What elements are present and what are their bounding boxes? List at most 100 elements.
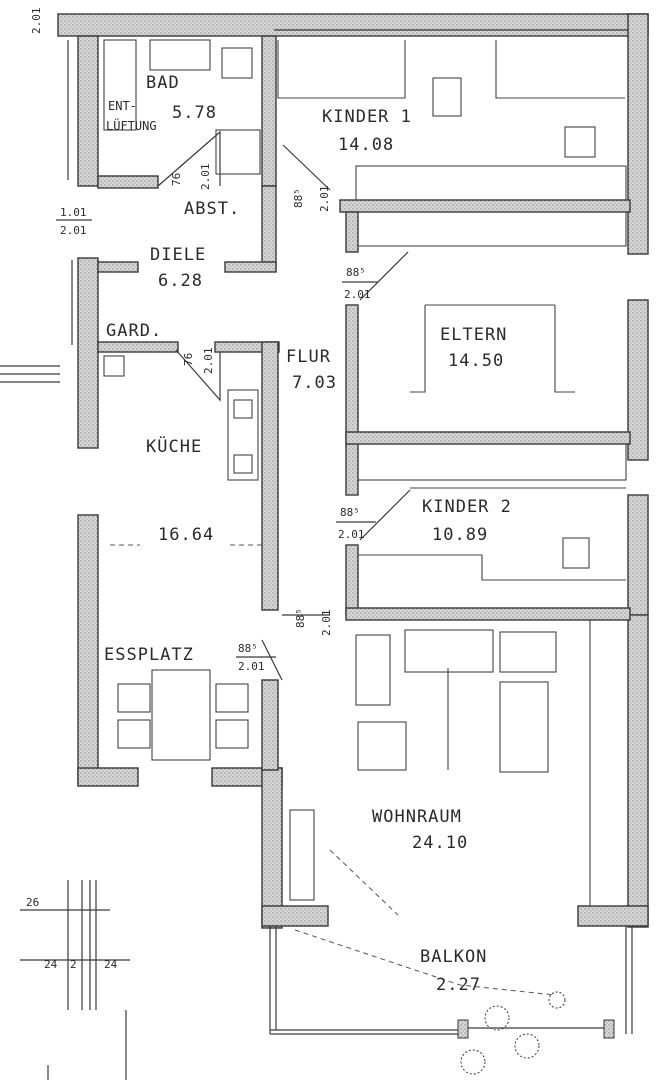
room-area-diele: 6.28: [158, 271, 203, 291]
wall-ess-bottom: [77, 767, 139, 787]
window-marks: [0, 29, 628, 383]
dim-top-left: 2.01: [30, 8, 43, 35]
wall-kinder2-bottom: [345, 607, 631, 621]
dim-kinder1-b: 2.01: [318, 186, 331, 213]
wall-right-4: [627, 614, 649, 928]
room-name-balkon: BALKON: [420, 947, 487, 967]
toilet: [221, 47, 253, 79]
kinder1-chair: [564, 126, 596, 158]
wall-gard: [97, 341, 179, 353]
eltern-bench: [357, 443, 627, 481]
label-gard: GARD.: [106, 321, 162, 341]
dim-wohn-b: 2.01: [320, 610, 333, 637]
wall-bad-bottom: [97, 175, 159, 189]
room-name-diele: DIELE: [150, 245, 206, 265]
wall-diele-bottom-2: [224, 261, 277, 273]
wall-wohn-bottom-2: [577, 905, 649, 927]
wall-kinder2-left: [345, 544, 359, 616]
room-name-wohnraum: WOHNRAUM: [372, 807, 462, 827]
kinder2-desk: [562, 537, 590, 569]
eltern-wardrobe: [357, 211, 627, 247]
wall-diele-bottom: [97, 261, 139, 273]
wall-diele-right: [261, 185, 277, 271]
wall-eltern-left: [345, 211, 359, 253]
room-area-flur: 7.03: [292, 373, 337, 393]
room-name-bad: BAD: [146, 73, 180, 93]
furniture: [103, 39, 627, 906]
balcony-rail-post: [457, 1019, 469, 1039]
wall-wohn-bottom-1: [261, 905, 329, 927]
dining-table: [151, 669, 211, 761]
sofa-3: [499, 631, 557, 673]
room-name-kinder1: KINDER 1: [322, 107, 412, 127]
dim-ess-b: 2.01: [238, 660, 265, 673]
balcony-outline: [269, 926, 633, 1039]
wall-kinder1-bottom: [339, 199, 631, 213]
door-dimension-labels: 2.01 1.01 2.01 76 2.01 88⁵ 2.01 88⁵ 2.01…: [30, 8, 378, 673]
dining-chair-2: [117, 719, 151, 749]
coffee-table: [357, 721, 407, 771]
sofa-1: [355, 634, 391, 706]
dim-24-left: 24: [44, 958, 58, 971]
kinder1-desk: [432, 77, 462, 117]
label-entlueftung-1: ENT-: [108, 99, 137, 113]
margin-dimension-labels: 26 24 2 24: [26, 896, 118, 971]
sideboard: [289, 809, 315, 901]
wall-kueche-top: [214, 341, 280, 353]
room-area-kinder1: 14.08: [338, 135, 394, 155]
dining-chair-3: [215, 683, 249, 713]
door-swings: [157, 130, 556, 996]
room-labels: BAD 5.78 ENT- LÜFTUNG KINDER 1 14.08 ABS…: [104, 73, 512, 995]
dining-chair-4: [215, 719, 249, 749]
label-abst: ABST.: [184, 199, 240, 219]
dim-bad-b: 2.01: [199, 164, 212, 191]
dim-eltern-b: 2.01: [344, 288, 371, 301]
kinder1-bed: [355, 165, 627, 201]
wall-kueche-right: [261, 341, 279, 611]
walls: [57, 13, 649, 929]
margin-dimension-lines: [20, 880, 130, 1080]
bathtub: [103, 39, 137, 131]
wall-left-1: [77, 35, 99, 187]
room-area-wohnraum: 24.10: [412, 833, 468, 853]
dim-kinder2-a: 88⁵: [340, 506, 360, 519]
room-name-kueche: KÜCHE: [146, 435, 202, 457]
wall-eltern-bottom: [345, 431, 631, 445]
room-name-kinder2: KINDER 2: [422, 497, 512, 517]
dim-2: 2: [70, 958, 77, 971]
room-area-kinder2: 10.89: [432, 525, 488, 545]
dim-kinder2-b: 2.01: [338, 528, 365, 541]
room-area-balkon: 2.27: [436, 975, 481, 995]
dim-ess-a: 88⁵: [238, 642, 258, 655]
room-area-eltern: 14.50: [448, 351, 504, 371]
wall-wohn-left: [261, 767, 283, 929]
room-area-bad: 5.78: [172, 103, 217, 123]
washbasin: [149, 39, 211, 71]
dim-gard-a: 76: [182, 353, 195, 366]
wall-bad-right: [261, 35, 277, 187]
wall-left-3: [77, 514, 99, 786]
sofa-2: [404, 629, 494, 673]
label-essplatz: ESSPLATZ: [104, 645, 194, 665]
dim-wohn-a: 88⁵: [294, 608, 307, 628]
dim-door-diele-h: 2.01: [60, 224, 87, 237]
dim-26: 26: [26, 896, 39, 909]
kitchen-counter: [227, 389, 259, 481]
wall-right-1: [627, 13, 649, 255]
armchair: [499, 681, 549, 773]
dim-bad-a: 76: [170, 173, 183, 186]
wall-right-3: [627, 494, 649, 616]
wall-left-2: [77, 257, 99, 449]
wall-top: [57, 13, 649, 37]
dining-chair-1: [117, 683, 151, 713]
dim-eltern-a: 88⁵: [346, 266, 366, 279]
room-name-flur: FLUR: [286, 347, 331, 367]
stove: [233, 399, 253, 419]
sink: [233, 454, 253, 474]
balcony-plants: [460, 991, 566, 1075]
shower: [215, 129, 261, 175]
dim-door-diele-w: 1.01: [60, 206, 87, 219]
dim-gard-b: 2.01: [202, 348, 215, 375]
wall-ess-right: [261, 679, 279, 771]
